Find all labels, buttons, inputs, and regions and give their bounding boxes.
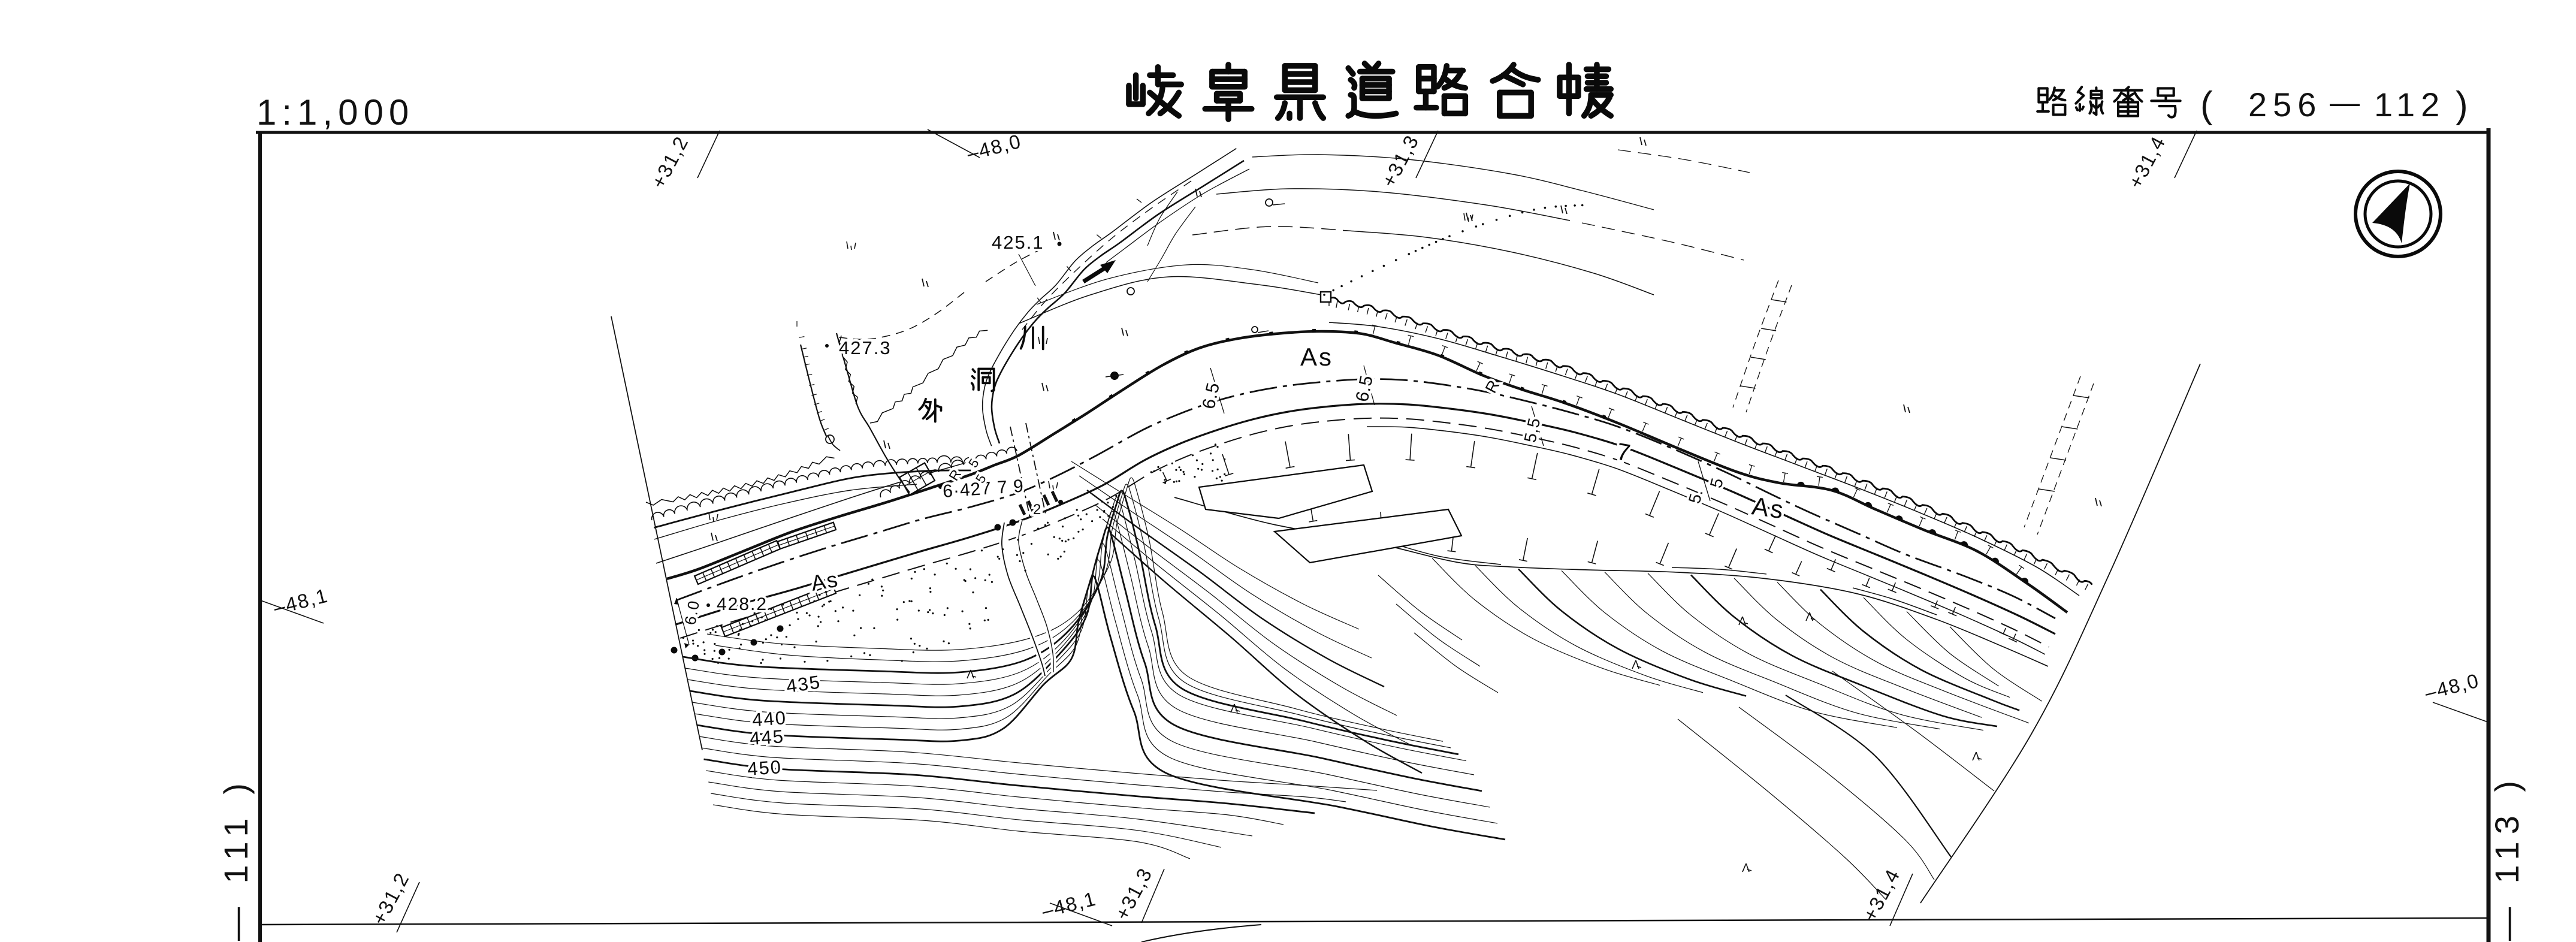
svg-text:256: 256 bbox=[2248, 86, 2322, 123]
svg-text:As: As bbox=[809, 567, 840, 596]
svg-text:As: As bbox=[1300, 343, 1333, 371]
svg-text:427.3: 427.3 bbox=[839, 337, 892, 358]
svg-text:445: 445 bbox=[749, 726, 785, 749]
svg-text:440: 440 bbox=[751, 707, 787, 730]
svg-text:As: As bbox=[1750, 491, 1787, 524]
svg-text:450: 450 bbox=[747, 756, 783, 780]
svg-text:1:1,000: 1:1,000 bbox=[256, 92, 414, 132]
svg-text:2: 2 bbox=[1033, 502, 1041, 518]
svg-text:(: ( bbox=[2200, 84, 2213, 126]
svg-text:425.1: 425.1 bbox=[992, 232, 1044, 253]
svg-text:112: 112 bbox=[2374, 86, 2445, 123]
svg-text:): ) bbox=[2456, 84, 2468, 126]
svg-text:428.2: 428.2 bbox=[717, 594, 768, 614]
svg-text:— 111 ): — 111 ) bbox=[217, 776, 255, 941]
svg-text:— 113 ): — 113 ) bbox=[2488, 774, 2526, 941]
svg-text:—: — bbox=[2330, 86, 2360, 119]
